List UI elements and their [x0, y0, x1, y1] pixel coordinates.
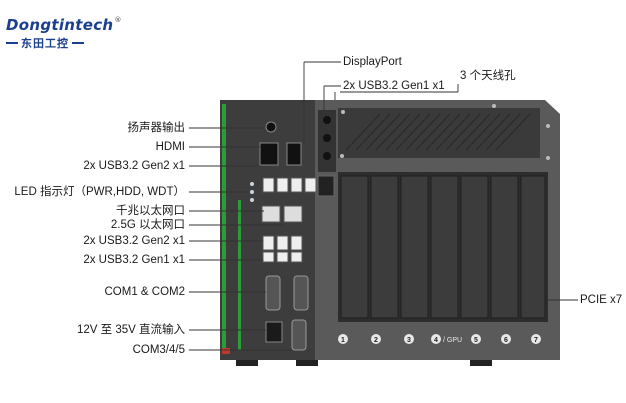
hdmi-port: [259, 142, 279, 166]
chassis: [220, 100, 560, 366]
pcie-slot-1: [340, 175, 369, 319]
led-indicators: [250, 182, 254, 202]
label-com1-com2: COM1 & COM2: [104, 286, 185, 298]
slot-number-5: 5: [474, 337, 478, 344]
label-displayport: DisplayPort: [343, 56, 402, 68]
slot-badge-5: [471, 334, 481, 344]
io-ports: [250, 121, 335, 351]
pcie-slot-6: [490, 175, 519, 319]
foot-right: [470, 360, 492, 366]
pcie-slots: [340, 175, 546, 319]
green-trim-left: [222, 104, 226, 354]
usb-gen2-bottom: [262, 235, 303, 251]
usb-side-port: [317, 175, 335, 197]
label-usb-top: 2x USB3.2 Gen1 x1: [343, 80, 445, 92]
foot-mid: [296, 360, 318, 366]
com-ports: [265, 275, 309, 311]
brand-subline: 东田工控: [6, 35, 126, 51]
label-gigabit-ethernet: 千兆以太网口: [116, 205, 185, 217]
usb-gen1-bottom: [262, 251, 303, 263]
antenna-hole-3: [323, 152, 331, 160]
slot-badges: [338, 334, 541, 344]
displayport-port: [286, 142, 302, 166]
brand-logo: Dongtintech® 东田工控: [6, 16, 126, 51]
brand-bar-left: [6, 42, 18, 44]
vent-grille: [345, 113, 531, 151]
slot-badge-4: [431, 334, 441, 344]
antenna-hole-1: [323, 116, 331, 124]
label-led-indicator: LED 指示灯（PWR,HDD, WDT）: [14, 186, 185, 198]
usb-gen2-top: [262, 177, 317, 193]
slot-badge-2: [371, 334, 381, 344]
speaker-jack: [265, 121, 277, 133]
com345-port: [291, 319, 307, 351]
slot-badge-3: [404, 334, 414, 344]
lan-ports: [261, 205, 303, 223]
green-trim-inner: [238, 200, 241, 350]
slot-number-3: 3: [407, 337, 411, 344]
label-2-5g-ethernet: 2.5G 以太网口: [110, 219, 185, 231]
gpu-tag: / GPU: [443, 337, 462, 344]
screws: [340, 104, 550, 160]
slot-number-7: 7: [534, 337, 538, 344]
label-usb-gen2-top: 2x USB3.2 Gen2 x1: [83, 160, 185, 172]
pcie-slot-4: [430, 175, 459, 319]
pcie-slot-5: [460, 175, 489, 319]
slot-number-2: 2: [374, 337, 378, 344]
label-speaker-out: 扬声器输出: [127, 122, 186, 134]
slot-number-4: 4: [434, 337, 438, 344]
label-pcie: PCIE x7: [580, 294, 623, 306]
slot-number-6: 6: [504, 337, 508, 344]
io-panel: [220, 100, 325, 360]
slot-badge-1: [338, 334, 348, 344]
slot-numbers: 1 2 3 4 5 6 7: [341, 337, 538, 344]
label-antenna-holes: 3 个天线孔: [460, 70, 516, 82]
label-dc-input: 12V 至 35V 直流输入: [76, 324, 185, 336]
slot-number-1: 1: [341, 337, 345, 344]
pcie-slot-7: [520, 175, 546, 319]
slot-badge-7: [531, 334, 541, 344]
brand-bar-right: [72, 42, 84, 44]
label-hdmi: HDMI: [155, 141, 185, 153]
dc-input: [265, 321, 283, 343]
leader-lines: [189, 61, 578, 351]
pcie-slot-2: [370, 175, 399, 319]
brand-name-cn: 东田工控: [21, 37, 69, 50]
label-usb-gen1-bottom: 2x USB3.2 Gen1 x1: [83, 254, 185, 266]
registered-mark: ®: [114, 16, 122, 24]
label-usb-gen2-bottom: 2x USB3.2 Gen2 x1: [83, 235, 185, 247]
pcie-slot-3: [400, 175, 429, 319]
label-com345: COM3/4/5: [132, 344, 185, 356]
brand-name: Dongtintech®: [6, 16, 122, 34]
slot-badge-6: [501, 334, 511, 344]
red-trim: [222, 348, 230, 354]
antenna-hole-2: [323, 134, 331, 142]
foot-left: [236, 360, 258, 366]
